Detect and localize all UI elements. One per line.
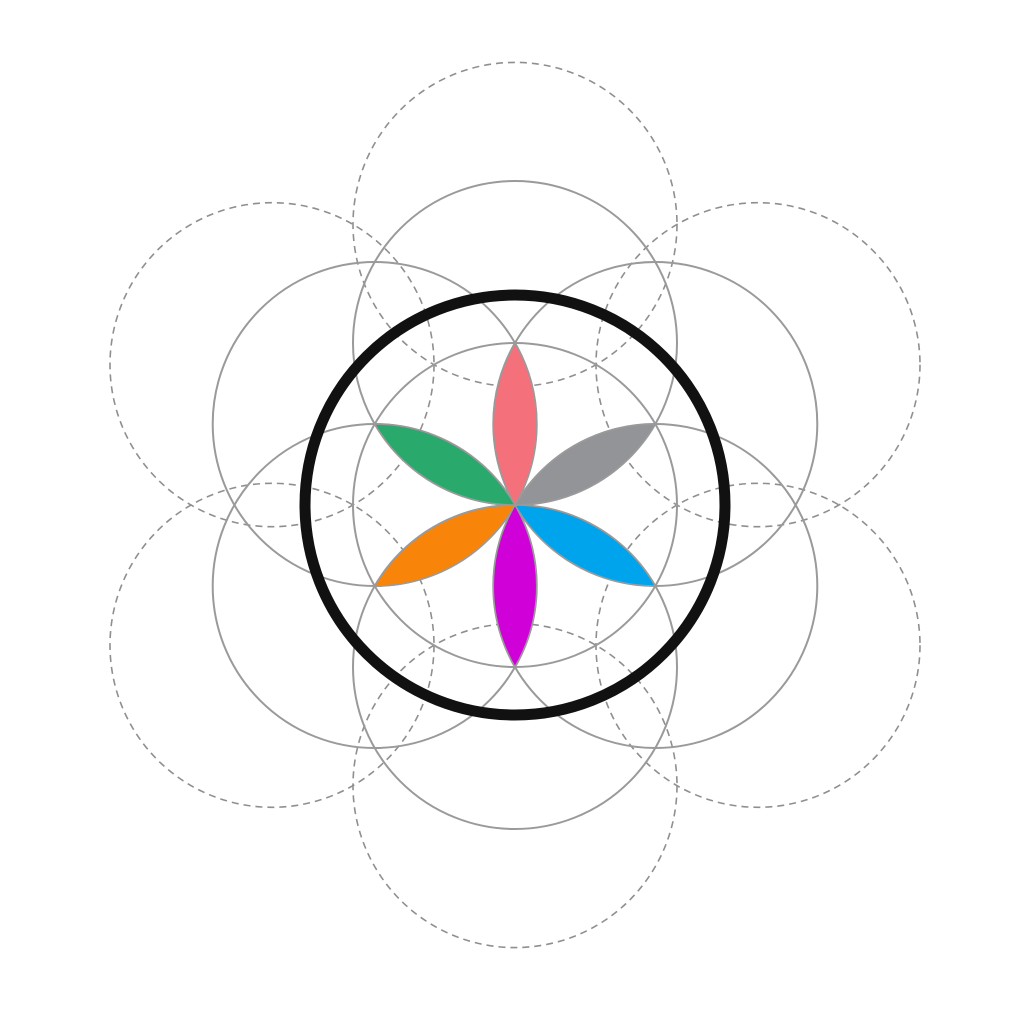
petal-up: [492, 341, 538, 507]
petal-upper-right: [513, 423, 657, 506]
petal-lower-left: [373, 504, 517, 587]
bounding-circle: [299, 289, 731, 721]
seed-petals: [373, 341, 657, 669]
bounding-circle-group: [299, 289, 731, 721]
petal-upper-left: [373, 423, 517, 506]
petal-lower-right: [513, 504, 657, 587]
petal-down: [492, 503, 538, 669]
